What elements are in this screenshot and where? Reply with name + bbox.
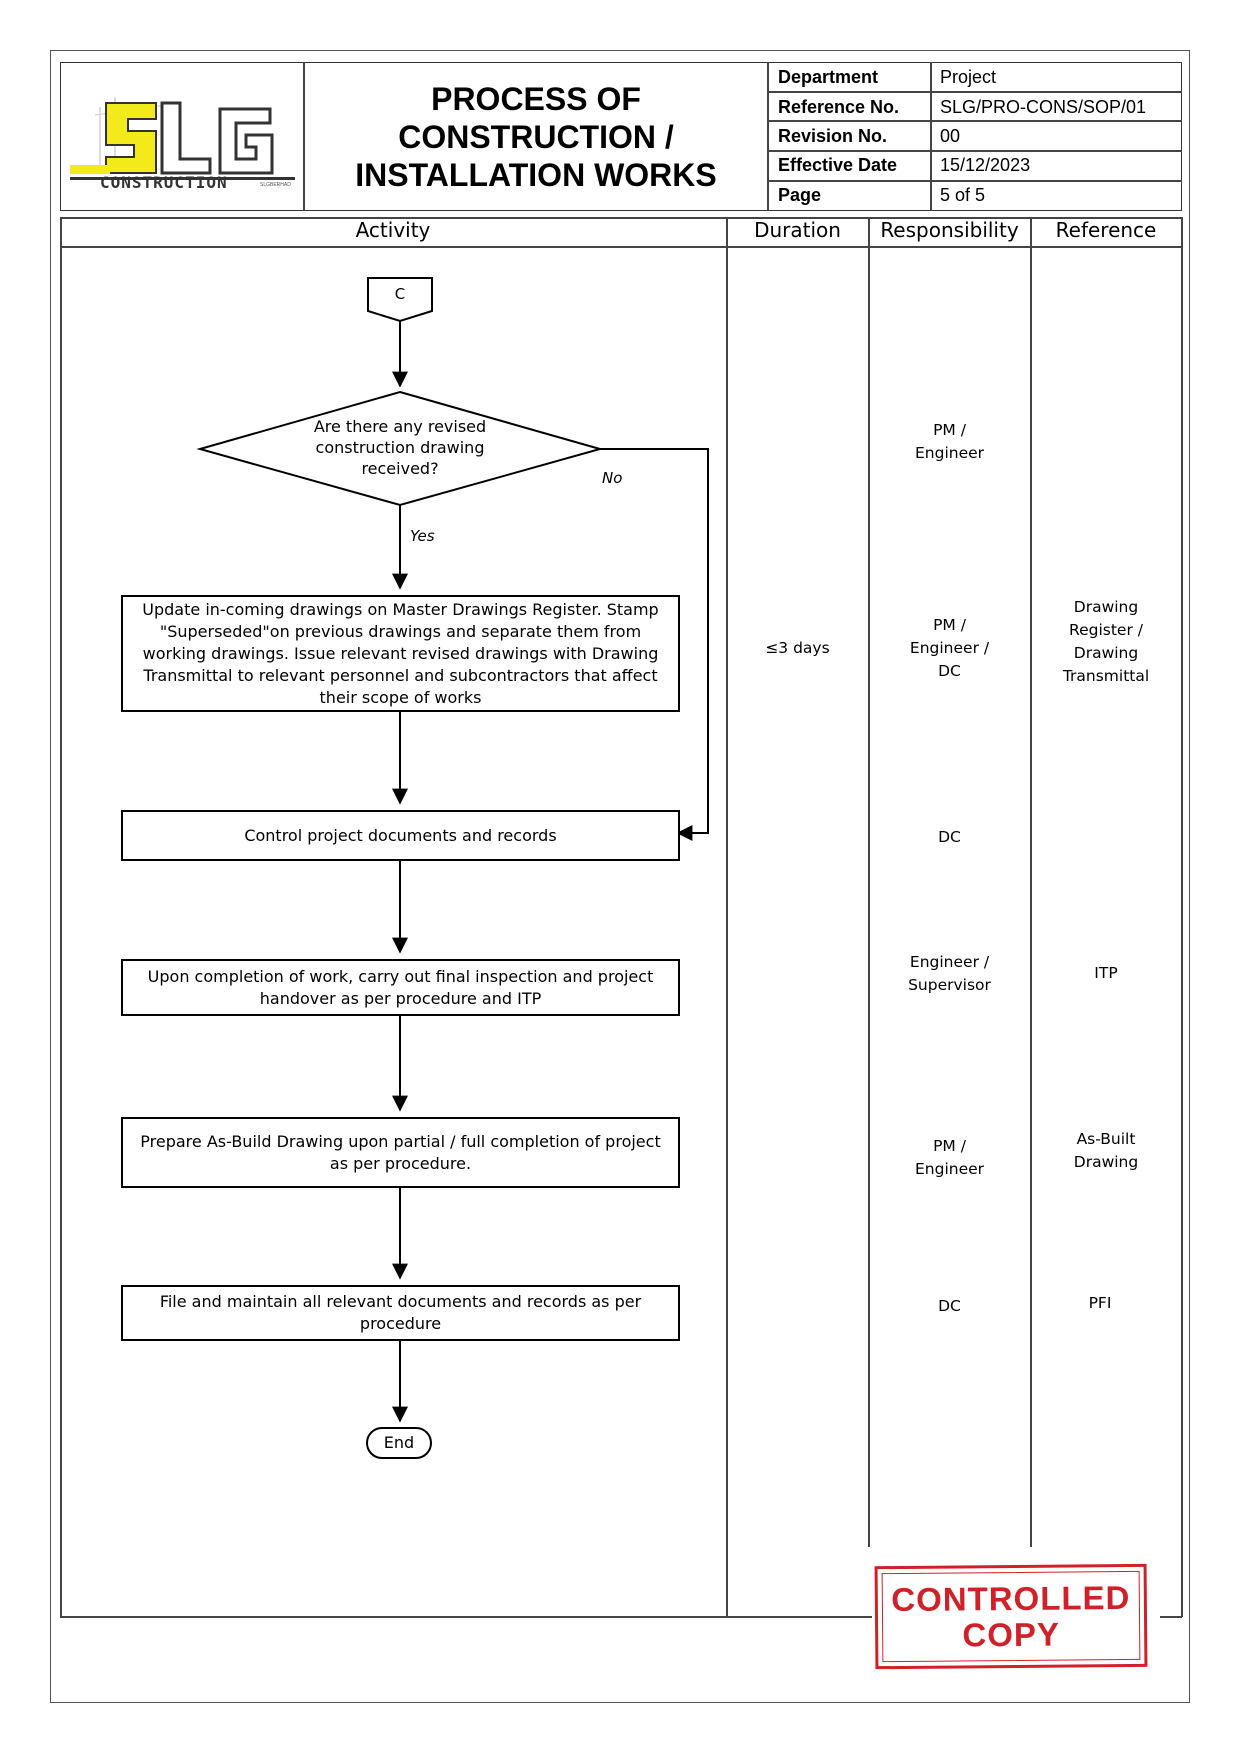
reference-row-5-line-2: Drawing (1073, 1153, 1139, 1171)
step-update-drawings: Update in-coming drawings on Master Draw… (121, 595, 680, 712)
no-label: No (602, 469, 623, 487)
reference-row-5: As-Built Drawing (1031, 1128, 1181, 1174)
meta-value-effective-date: 15/12/2023 (940, 155, 1031, 175)
meta-key-effective-date: Effective Date (778, 155, 898, 175)
reference-row-6: PFI (1025, 1292, 1175, 1315)
reference-row-2-line-4: Transmittal (1062, 667, 1150, 685)
column-header-activity: Activity (355, 218, 431, 242)
responsibility-row-4-line-1: Engineer / (909, 953, 990, 971)
step-control-documents: Control project documents and records (121, 810, 680, 861)
responsibility-row-1: PM / Engineer (869, 419, 1030, 465)
duration-row-2: ≤3 days (765, 639, 830, 657)
controlled-copy-stamp: CONTROLLED COPY (874, 1563, 1148, 1670)
reference-row-4: ITP (1031, 962, 1181, 985)
end-terminator-shape (366, 1427, 432, 1459)
step-final-inspection: Upon completion of work, carry out final… (121, 959, 680, 1016)
responsibility-row-2: PM / Engineer / DC (869, 614, 1030, 683)
yes-label: Yes (410, 527, 435, 545)
logo-tag: SLGBERHAD (260, 182, 291, 188)
responsibility-row-2-line-3: DC (938, 662, 961, 680)
title-line-2: CONSTRUCTION / (398, 119, 674, 155)
reference-row-2-line-1: Drawing (1073, 598, 1139, 616)
decision-text: Are there any revised construction drawi… (313, 417, 487, 478)
connector-shape (367, 277, 433, 323)
responsibility-row-2-line-2: Engineer / (909, 639, 990, 657)
column-header-responsibility: Responsibility (880, 218, 1019, 242)
responsibility-row-4: Engineer / Supervisor (869, 951, 1030, 997)
document-title: PROCESS OF CONSTRUCTION / INSTALLATION W… (305, 80, 767, 194)
company-logo: CONSTRUCTION SLGBERHAD (70, 85, 295, 195)
meta-value-page: 5 of 5 (940, 185, 986, 205)
responsibility-row-3: DC (869, 826, 1030, 849)
meta-key-revision: Revision No. (778, 126, 888, 146)
meta-value-department: Project (940, 67, 997, 87)
logo-subtitle: CONSTRUCTION (100, 173, 228, 192)
title-line-1: PROCESS OF (431, 81, 641, 117)
meta-value-reference: SLG/PRO-CONS/SOP/01 (940, 97, 1147, 117)
reference-row-2: Drawing Register / Drawing Transmittal (1031, 596, 1181, 688)
end-label: End (383, 1433, 415, 1452)
reference-row-2-line-3: Drawing (1073, 644, 1139, 662)
reference-row-5-line-1: As-Built (1076, 1130, 1136, 1148)
meta-key-reference: Reference No. (778, 97, 900, 117)
meta-value-revision: 00 (940, 126, 961, 146)
column-header-duration: Duration (754, 218, 841, 242)
responsibility-row-6-line-1: DC (938, 1297, 961, 1315)
step-file-documents: File and maintain all relevant documents… (121, 1285, 680, 1341)
reference-row-2-line-2: Register / (1069, 621, 1143, 639)
reference-row-4-line-1: ITP (1094, 964, 1118, 982)
title-line-3: INSTALLATION WORKS (355, 157, 717, 193)
responsibility-row-1-line-2: Engineer (914, 444, 985, 462)
responsibility-row-3-line-1: DC (938, 828, 961, 846)
responsibility-row-5-line-1: PM / (933, 1137, 966, 1155)
step-as-build-drawing: Prepare As-Build Drawing upon partial / … (121, 1117, 680, 1188)
responsibility-row-5: PM / Engineer (869, 1135, 1030, 1181)
header-frame (60, 62, 1182, 211)
responsibility-row-2-line-1: PM / (933, 616, 966, 634)
meta-key-department: Department (778, 67, 879, 87)
responsibility-row-6: DC (869, 1295, 1030, 1318)
reference-row-6-line-1: PFI (1088, 1294, 1112, 1312)
meta-key-page: Page (778, 185, 822, 205)
responsibility-row-5-line-2: Engineer (914, 1160, 985, 1178)
connector-label: C (394, 285, 406, 303)
responsibility-row-4-line-2: Supervisor (908, 976, 991, 994)
page-outer-frame (50, 50, 1190, 1703)
column-header-reference: Reference (1055, 218, 1157, 242)
responsibility-row-1-line-1: PM / (933, 421, 966, 439)
